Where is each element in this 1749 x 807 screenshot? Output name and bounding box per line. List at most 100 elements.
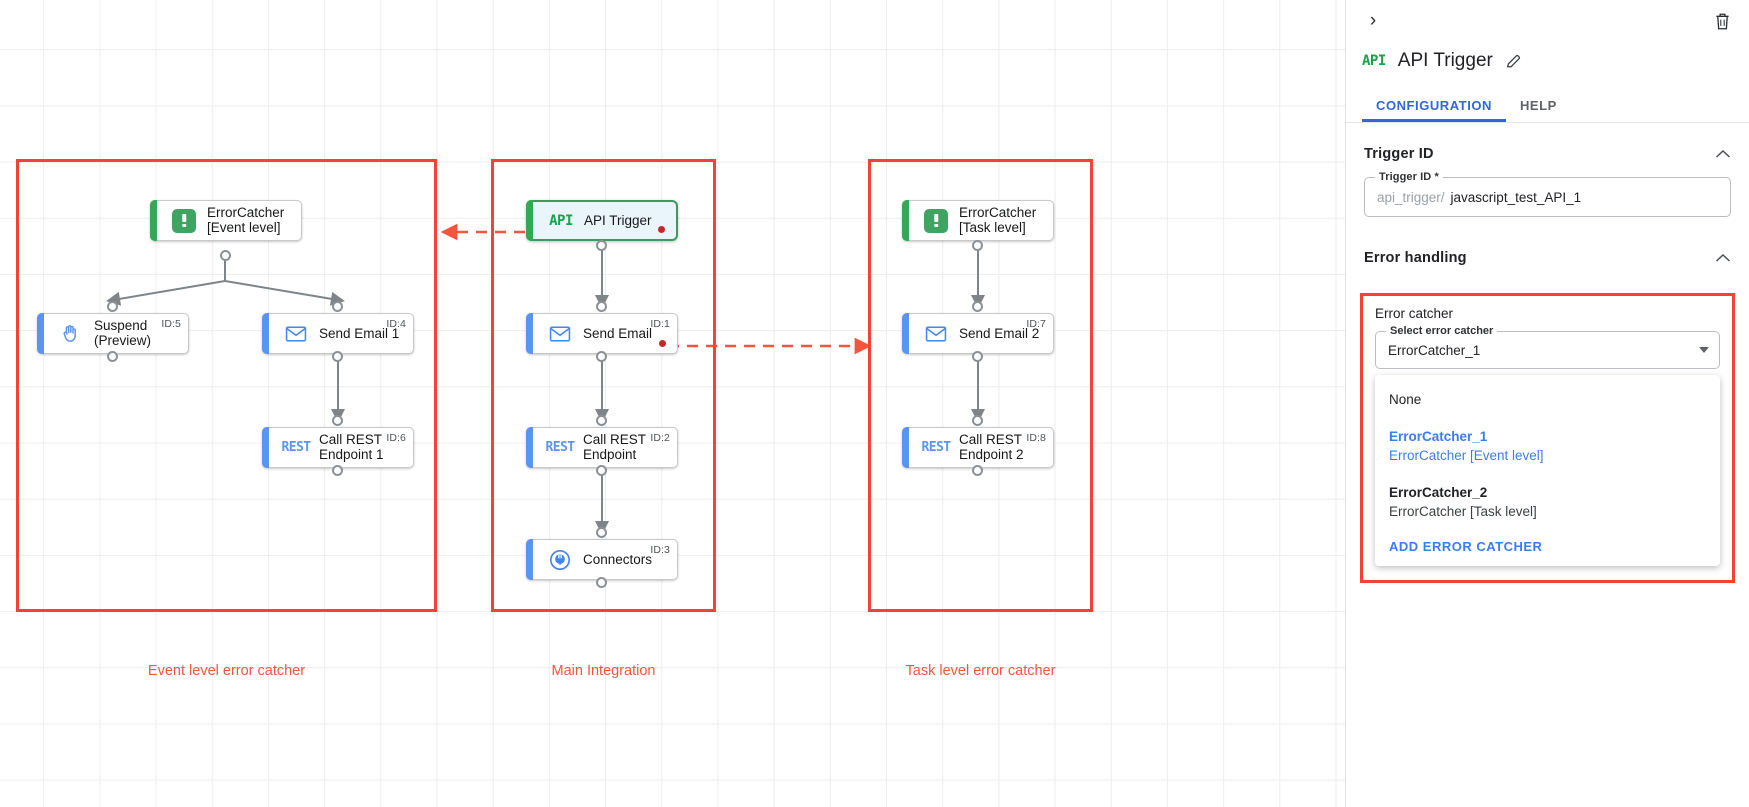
node-id-badge: ID:1 bbox=[650, 318, 670, 330]
menu-item-secondary: ErrorCatcher [Task level] bbox=[1389, 504, 1537, 520]
node-label: Suspend (Preview) bbox=[94, 317, 152, 349]
node-send-email-1[interactable]: Send Email 1 ID:4 bbox=[262, 313, 414, 354]
port-out[interactable] bbox=[972, 240, 983, 251]
add-error-catcher-button[interactable]: ADD ERROR CATCHER bbox=[1389, 538, 1543, 554]
port-in[interactable] bbox=[107, 301, 118, 312]
group-box-main-integration bbox=[491, 159, 716, 612]
port-in[interactable] bbox=[332, 301, 343, 312]
node-accent-bar bbox=[526, 539, 533, 580]
tab-help[interactable]: HELP bbox=[1519, 98, 1557, 113]
port-out[interactable] bbox=[220, 250, 231, 261]
group-caption-task-level: Task level error catcher bbox=[905, 663, 1056, 679]
node-label: Connectors bbox=[583, 551, 653, 567]
hand-icon bbox=[58, 321, 84, 347]
node-accent-bar bbox=[526, 427, 533, 468]
menu-item-errorcatcher-1[interactable]: ErrorCatcher_1 ErrorCatcher [Event level… bbox=[1375, 422, 1720, 471]
node-accent-bar bbox=[262, 313, 269, 354]
rest-icon: REST bbox=[545, 440, 576, 455]
node-id-badge: ID:5 bbox=[161, 318, 181, 330]
select-error-catcher[interactable]: Select error catcher ErrorCatcher_1 bbox=[1375, 325, 1720, 369]
panel-tabs: CONFIGURATION HELP bbox=[1346, 92, 1749, 123]
node-send-email[interactable]: Send Email ID:1 bbox=[526, 313, 678, 354]
properties-panel: › API API Trigger CONFIGURATION HELP bbox=[1345, 0, 1749, 807]
node-errorcatcher-event-level[interactable]: ErrorCatcher [Event level] bbox=[150, 200, 302, 241]
node-label: Call REST Endpoint 1 bbox=[319, 431, 384, 463]
group-box-task-level bbox=[868, 159, 1093, 612]
node-label: ErrorCatcher [Task level] bbox=[959, 204, 1037, 236]
port-in[interactable] bbox=[596, 415, 607, 426]
menu-item-secondary: ErrorCatcher [Event level] bbox=[1389, 448, 1544, 464]
port-in[interactable] bbox=[972, 415, 983, 426]
port-out[interactable] bbox=[332, 351, 343, 362]
rest-icon: REST bbox=[921, 440, 952, 455]
port-out[interactable] bbox=[107, 351, 118, 362]
tab-configuration[interactable]: CONFIGURATION bbox=[1362, 92, 1506, 122]
group-box-event-level bbox=[16, 159, 437, 612]
node-label: Send Email 2 bbox=[959, 325, 1040, 341]
node-accent-bar bbox=[526, 313, 533, 354]
error-catcher-label: Error catcher bbox=[1375, 306, 1454, 321]
port-in[interactable] bbox=[596, 301, 607, 312]
node-accent-bar bbox=[902, 427, 909, 468]
section-error-handling-header[interactable]: Error handling bbox=[1346, 235, 1749, 281]
port-out[interactable] bbox=[972, 351, 983, 362]
flow-canvas[interactable]: Event level error catcher Main Integrati… bbox=[0, 0, 1345, 807]
node-send-email-2[interactable]: Send Email 2 ID:7 bbox=[902, 313, 1054, 354]
trigger-id-field-wrap: Trigger ID * api_trigger/ javascript_tes… bbox=[1346, 171, 1749, 217]
node-accent-bar bbox=[150, 200, 157, 241]
menu-item-errorcatcher-2[interactable]: ErrorCatcher_2 ErrorCatcher [Task level] bbox=[1375, 478, 1720, 527]
node-api-trigger[interactable]: API API Trigger bbox=[526, 200, 678, 241]
menu-item-none[interactable]: None bbox=[1375, 385, 1720, 415]
pencil-icon[interactable] bbox=[1505, 52, 1523, 70]
envelope-icon bbox=[547, 321, 573, 347]
node-call-rest-endpoint-2[interactable]: REST Call REST Endpoint 2 ID:8 bbox=[902, 427, 1054, 468]
error-catcher-icon bbox=[171, 208, 197, 234]
section-trigger-id-header[interactable]: Trigger ID bbox=[1346, 131, 1749, 177]
trash-icon[interactable] bbox=[1709, 8, 1735, 34]
api-icon: API bbox=[549, 212, 573, 229]
api-icon: API bbox=[1362, 53, 1386, 69]
port-out[interactable] bbox=[596, 465, 607, 476]
select-error-catcher-value: ErrorCatcher_1 bbox=[1388, 342, 1481, 358]
trigger-id-value: javascript_test_API_1 bbox=[1450, 189, 1582, 205]
connectors-icon bbox=[547, 547, 573, 573]
node-suspend[interactable]: Suspend (Preview) ID:5 bbox=[37, 313, 189, 354]
collapse-panel-icon[interactable]: › bbox=[1369, 10, 1377, 31]
group-caption-event-level: Event level error catcher bbox=[147, 663, 306, 679]
node-accent-bar bbox=[37, 313, 44, 354]
trigger-id-input[interactable]: Trigger ID * api_trigger/ javascript_tes… bbox=[1364, 171, 1731, 217]
node-label: Call REST Endpoint 2 bbox=[959, 431, 1024, 463]
node-call-rest-endpoint-1[interactable]: REST Call REST Endpoint 1 ID:6 bbox=[262, 427, 414, 468]
node-id-badge: ID:8 bbox=[1026, 432, 1046, 444]
panel-title-row: API API Trigger bbox=[1346, 44, 1749, 78]
node-accent-bar bbox=[526, 200, 533, 241]
trigger-id-prefix: api_trigger/ bbox=[1377, 189, 1445, 205]
node-errorcatcher-task-level[interactable]: ErrorCatcher [Task level] bbox=[902, 200, 1054, 241]
chevron-up-icon[interactable] bbox=[1715, 251, 1731, 266]
node-connectors[interactable]: Connectors ID:3 bbox=[526, 539, 678, 580]
node-call-rest-endpoint[interactable]: REST Call REST Endpoint ID:2 bbox=[526, 427, 678, 468]
port-in[interactable] bbox=[332, 415, 343, 426]
chevron-up-icon[interactable] bbox=[1715, 147, 1731, 162]
port-out[interactable] bbox=[332, 465, 343, 476]
section-title: Trigger ID bbox=[1364, 146, 1434, 162]
port-out[interactable] bbox=[596, 240, 607, 251]
chevron-down-icon[interactable] bbox=[1699, 347, 1709, 353]
trigger-id-legend: Trigger ID * bbox=[1375, 171, 1443, 183]
node-accent-bar bbox=[902, 200, 909, 241]
port-out[interactable] bbox=[596, 351, 607, 362]
node-accent-bar bbox=[902, 313, 909, 354]
node-label: Call REST Endpoint bbox=[583, 431, 647, 463]
port-out[interactable] bbox=[972, 465, 983, 476]
envelope-icon bbox=[283, 321, 309, 347]
port-in[interactable] bbox=[972, 301, 983, 312]
node-id-badge: ID:3 bbox=[650, 544, 670, 556]
section-title: Error handling bbox=[1364, 250, 1467, 266]
node-label: ErrorCatcher [Event level] bbox=[207, 204, 285, 236]
port-in[interactable] bbox=[596, 527, 607, 538]
node-label: API Trigger bbox=[584, 212, 652, 228]
port-out[interactable] bbox=[596, 577, 607, 588]
error-catcher-icon bbox=[923, 208, 949, 234]
envelope-icon bbox=[923, 321, 949, 347]
